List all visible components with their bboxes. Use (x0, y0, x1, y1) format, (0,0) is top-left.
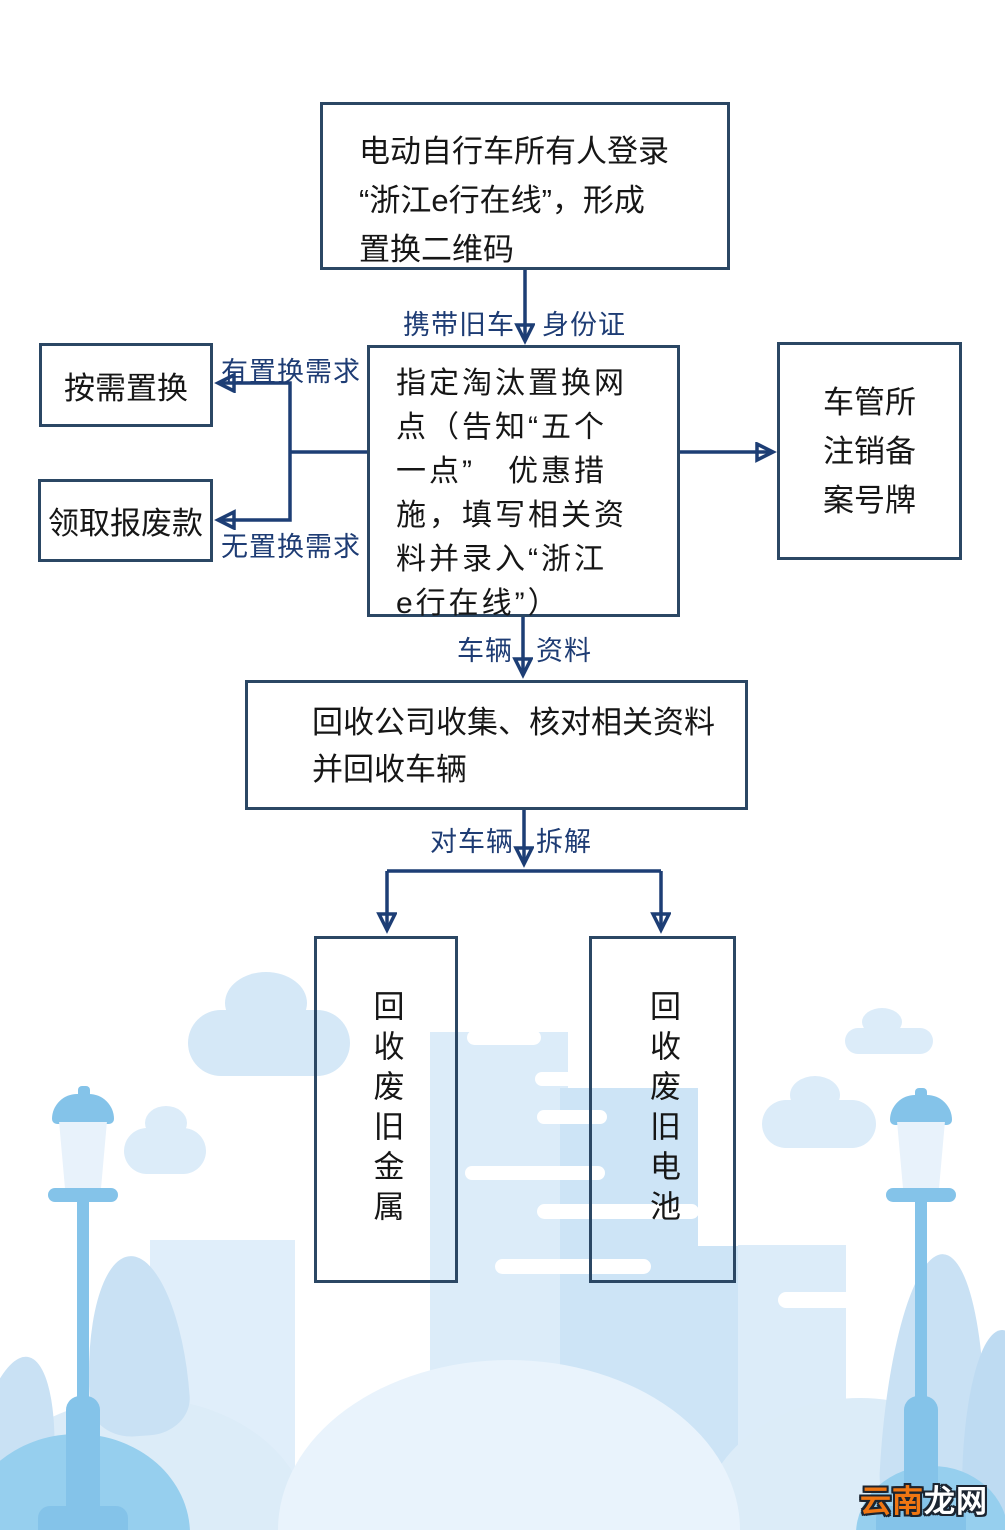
site-watermark: 云南龙网 (860, 1476, 988, 1521)
node-text: 按需置换 (64, 370, 188, 406)
node-collect-scrap-payment: 领取报废款 (38, 479, 213, 562)
node-text-line: 回收公司收集、核对相关资料 (312, 705, 715, 740)
lamp-pole-base (66, 1396, 100, 1518)
window-stripe (717, 1196, 777, 1211)
node-recycle-scrap-metal: 回收废旧金属 (314, 936, 458, 1283)
node-text-line: “浙江e行在线”，形成 (359, 183, 645, 218)
node-text-vertical: 回收废旧金属 (368, 989, 404, 1230)
edge-branch-to-scrap (221, 452, 292, 520)
node-designated-network-point: 指定淘汰置换网 点（告知“五个 一点” 优惠措 施，填写相关资 料并录入“浙江 … (367, 345, 680, 620)
lamp-dome (52, 1094, 114, 1124)
lamp-pole (77, 1200, 89, 1400)
cloud (124, 1128, 206, 1174)
edge-label-vehicle: 车辆 (457, 636, 513, 666)
node-text-line: 料并录入“浙江 (396, 543, 607, 576)
node-exchange-as-needed: 按需置换 (39, 343, 213, 427)
node-text-line: e行在线”） (396, 587, 561, 620)
lamp-glass (59, 1122, 107, 1192)
node-text: 领取报废款 (48, 506, 203, 541)
window-stripe (698, 1046, 738, 1246)
node-owner-login: 电动自行车所有人登录 “浙江e行在线”，形成 置换二维码 (320, 102, 730, 270)
window-stripe (495, 1259, 651, 1274)
cloud (188, 1010, 350, 1076)
watermark-orange-text: 云南 (860, 1484, 924, 1519)
node-text: 车管所 注销备 案号牌 (823, 378, 916, 525)
edge-label-id-card: 身份证 (542, 310, 626, 340)
window-stripe (537, 1204, 699, 1219)
watermark-white-text: 龙网 (924, 1484, 988, 1519)
window-stripe (778, 1292, 886, 1308)
node-dmv-deregister-plate: 车管所 注销备 案号牌 (777, 342, 962, 560)
node-text-vertical: 回收废旧电池 (645, 989, 680, 1230)
edge-label-need-exchange: 有置换需求 (221, 357, 361, 387)
cloud (845, 1028, 933, 1054)
edge-label-documents: 资料 (536, 636, 592, 666)
lamp-pole (915, 1200, 927, 1400)
node-text-line: 指定淘汰置换网 (396, 367, 627, 400)
node-text-line: 案号牌 (823, 482, 916, 518)
node-text-line: 置换二维码 (359, 232, 514, 267)
window-stripe (467, 1030, 541, 1045)
node-text-line: 并回收车辆 (312, 752, 467, 787)
lamp-dome (890, 1095, 952, 1125)
edge-label-bring-old-bike: 携带旧车 (403, 310, 515, 340)
lamp-crossbar (886, 1188, 956, 1202)
node-recycle-old-battery: 回收废旧电池 (589, 936, 736, 1283)
node-text-line: 车管所 (823, 384, 916, 420)
lamp-foot (38, 1506, 128, 1530)
edge-label-to-vehicle: 对车辆 (430, 827, 514, 857)
node-text-line: 一点” 优惠措 (396, 455, 607, 488)
edge-label-dismantle: 拆解 (536, 827, 592, 857)
edge-branch-to-exchange (221, 383, 292, 452)
node-text-line: 点（告知“五个 (396, 411, 607, 444)
node-text-line: 施，填写相关资 (396, 499, 627, 532)
lamp-pole-base (904, 1396, 938, 1518)
cloud (762, 1100, 876, 1148)
lamp-glass (897, 1122, 945, 1192)
node-recycle-company: 回收公司收集、核对相关资料 并回收车辆 (245, 680, 748, 810)
lamp-foot (876, 1506, 966, 1530)
node-text-line: 注销备 (823, 433, 916, 469)
lamp-crossbar (48, 1188, 118, 1202)
window-stripe (535, 1072, 633, 1086)
window-stripe (465, 1166, 605, 1180)
edge-label-no-need-exchange: 无置换需求 (221, 532, 361, 562)
node-text-line: 电动自行车所有人登录 (359, 134, 669, 169)
